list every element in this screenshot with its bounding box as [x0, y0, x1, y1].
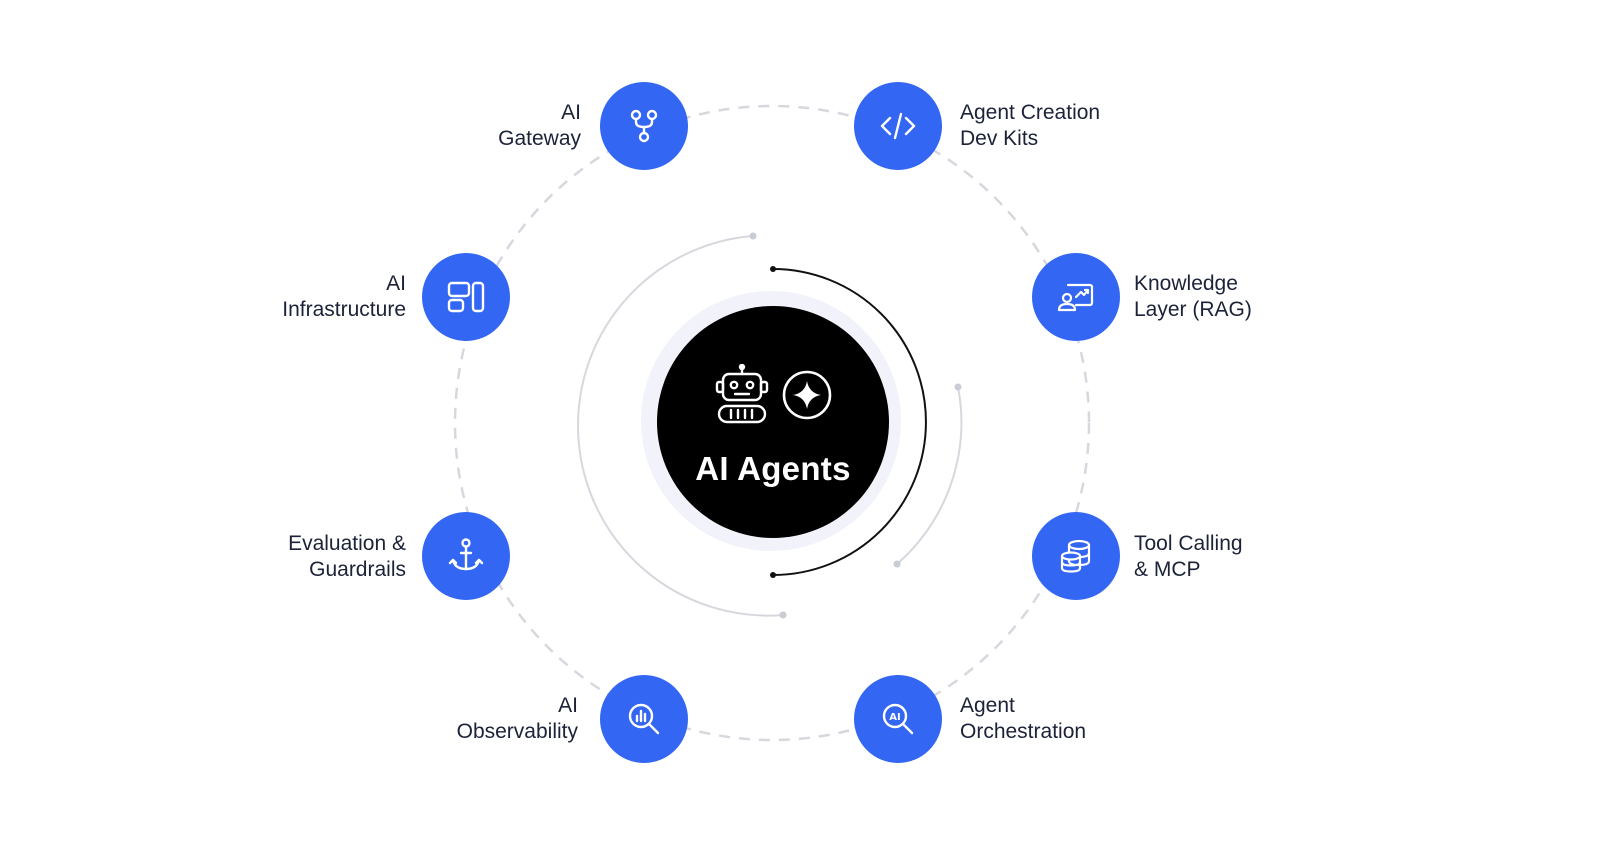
node-agent-dev-kits	[854, 82, 942, 170]
arc-end-dot	[779, 611, 787, 619]
user-chart-icon	[1057, 283, 1094, 312]
label-line: Dev Kits	[960, 127, 1039, 150]
anchor-icon	[448, 538, 484, 571]
node-evaluation	[422, 512, 510, 600]
label-line: Infrastructure	[282, 298, 406, 321]
label-line: AI	[558, 694, 578, 717]
database-icon	[1060, 539, 1091, 573]
robot-icon	[715, 364, 769, 424]
git-fork-icon	[630, 109, 658, 143]
label-line: Evaluation &	[288, 532, 406, 555]
node-ai-infrastructure	[422, 253, 510, 341]
label-line: Observability	[456, 720, 578, 743]
arc-end-dot	[770, 572, 776, 578]
label-line: AI	[561, 101, 581, 124]
arc-end-dot	[749, 232, 757, 240]
node-tool-calling	[1032, 512, 1120, 600]
left-orbit-arc	[576, 235, 784, 617]
label-line: Gateway	[498, 127, 581, 150]
ai-search-icon: AI	[882, 703, 914, 735]
label-ai-gateway: AI Gateway	[498, 100, 581, 152]
label-knowledge-layer: Knowledge Layer (RAG)	[1134, 271, 1252, 323]
node-knowledge-layer	[1032, 253, 1120, 341]
sparkle-icon	[782, 370, 832, 420]
label-line: Agent	[960, 694, 1015, 717]
label-evaluation: Evaluation & Guardrails	[288, 531, 406, 583]
node-agent-orchestration: AI	[854, 675, 942, 763]
label-line: Knowledge	[1134, 272, 1238, 295]
layout-icon	[447, 281, 485, 313]
node-ai-observability	[600, 675, 688, 763]
label-ai-infrastructure: AI Infrastructure	[282, 271, 406, 323]
label-line: Agent Creation	[960, 101, 1101, 124]
label-line: Tool Calling	[1134, 532, 1243, 555]
label-ai-observability: AI Observability	[457, 693, 578, 745]
arc-end-dot	[893, 560, 901, 568]
arc-end-dot	[954, 383, 962, 391]
svg-text:AI: AI	[889, 712, 900, 723]
label-agent-orchestration: Agent Orchestration	[960, 693, 1086, 745]
ai-agents-hub: AI Agents	[657, 306, 889, 538]
label-line: AI	[386, 272, 406, 295]
hub-title: AI Agents	[695, 450, 851, 487]
label-line: & MCP	[1134, 558, 1201, 581]
inner-black-arc	[772, 268, 927, 576]
hub-icons	[713, 364, 833, 426]
label-line: Orchestration	[960, 720, 1087, 743]
label-agent-dev-kits: Agent Creation Dev Kits	[960, 100, 1100, 152]
node-ai-gateway	[600, 82, 688, 170]
chart-search-icon	[628, 703, 660, 735]
label-line: Layer (RAG)	[1134, 298, 1252, 321]
code-icon	[880, 112, 916, 140]
right-orbit-arc	[896, 386, 963, 565]
outer-dashed-ring	[453, 104, 1091, 742]
label-line: Guardrails	[309, 558, 406, 581]
label-tool-calling: Tool Calling & MCP	[1134, 531, 1243, 583]
arc-end-dot	[770, 266, 776, 272]
